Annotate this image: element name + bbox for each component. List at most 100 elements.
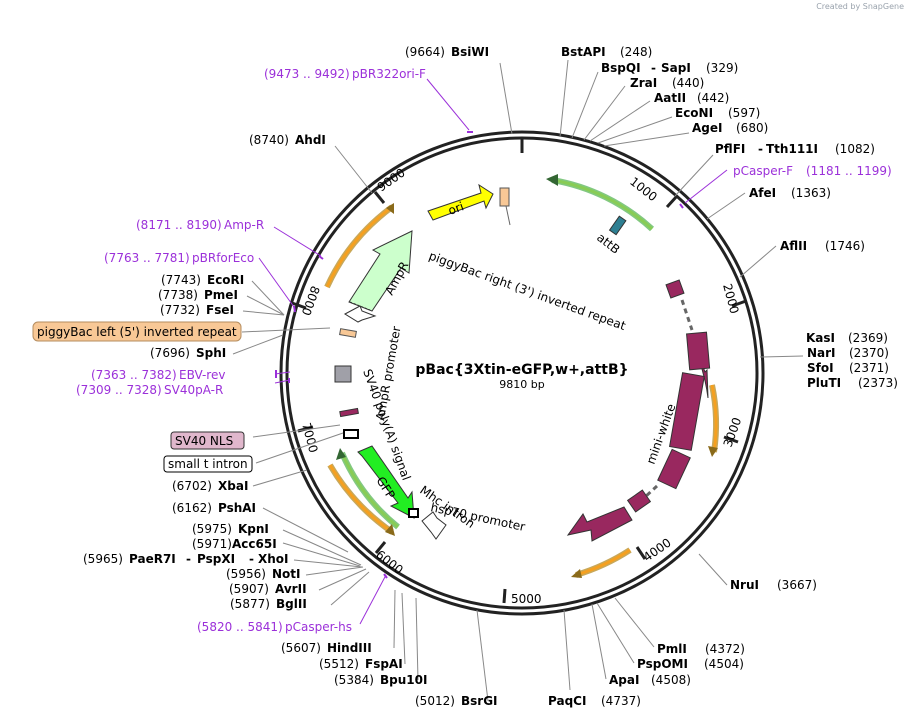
site-pmei[interactable]: (7738) PmeI [158,288,238,302]
site-apai-name: ApaI [609,673,639,687]
site-pmli[interactable]: PmlI (4372) [657,642,745,656]
site-acc65i[interactable]: (5971) Acc65I [192,537,277,551]
site-ecori[interactable]: (7743) EcoRI [161,273,244,287]
plasmid-name: pBac{3Xtin-eGFP,w+,attB} [415,362,628,378]
primer-pcasper-hs[interactable]: (5820 .. 5841) pCasper-hs [197,620,352,634]
site-agei[interactable]: AgeI (680) [692,121,768,135]
svg-text:-: - [249,552,254,566]
site-kpni[interactable]: (5975) KpnI [192,522,269,536]
primer-amp-r[interactable]: (8171 .. 8190) Amp-R [136,218,264,232]
site-sphi-pos: (7696) [150,346,190,360]
primer-pbr322ori-f[interactable]: (9473 .. 9492) pBR322ori-F [264,67,426,81]
ampr-promoter-arrow [343,305,377,323]
site-paqci-name: PaqCI [548,694,586,708]
attb-block [608,215,627,236]
site-bsiwi-pos: (9664) [405,45,445,59]
hsp70-arrow [421,511,447,540]
site-sfoi[interactable]: SfoI (2371) [807,361,889,375]
site-kasi[interactable]: KasI (2369) [806,331,888,345]
site-paer7i-name: PaeR7I [129,552,176,566]
site-sfoi-pos: (2371) [849,361,889,375]
site-paqci[interactable]: PaqCI (4737) [548,694,641,708]
site-ahdi-name: AhdI [295,133,326,147]
site-bglii[interactable]: (5877) BglII [230,597,307,611]
primer-sv40pa-r-name: SV40pA-R [164,383,223,397]
site-pflfi-name: PflFI [715,142,745,156]
site-apai[interactable]: ApaI (4508) [609,673,691,687]
ampr-feature[interactable]: AmpR [348,230,413,312]
site-fsei-pos: (7732) [160,303,200,317]
site-nrui[interactable]: NruI (3667) [730,578,817,592]
site-nrui-name: NruI [730,578,759,592]
itr-right-block [499,187,510,207]
site-fsei[interactable]: (7732) FseI [160,303,234,317]
site-acc65i-name: Acc65I [232,537,277,551]
site-bsiwi[interactable]: (9664) BsiWI [405,45,489,59]
site-aflii-name: AflII [780,239,807,253]
site-noti[interactable]: (5956) NotI [226,567,301,581]
site-fsei-name: FseI [206,303,234,317]
site-pmli-pos: (4372) [705,642,745,656]
site-aatii-name: AatII [654,91,686,105]
site-pluti[interactable]: PluTI (2373) [807,376,898,390]
site-fspai[interactable]: (5512) FspAI [319,657,403,671]
site-zrai[interactable]: ZraI (440) [630,76,704,90]
site-afei-name: AfeI [749,186,776,200]
site-paer7i-pos: (5965) [83,552,123,566]
site-econi[interactable]: EcoNI (597) [675,106,760,120]
primer-pbrforeco[interactable]: (7763 .. 7781) pBRforEco [104,251,254,265]
site-pflfi-pos: (1082) [835,142,875,156]
site-pspomi[interactable]: PspOMI (4504) [637,657,744,671]
site-paer7i[interactable]: (5965) PaeR7I - PspXI - XhoI [83,552,289,566]
attb-label: attB [594,230,622,256]
site-fspai-pos: (5512) [319,657,359,671]
site-ecori-name: EcoRI [207,273,244,287]
site-avrii-pos: (5907) [229,582,269,596]
site-bspqi[interactable]: BspQI - SapI (329) [601,61,738,75]
svg-text:-: - [758,142,763,156]
site-pluti-pos: (2373) [858,376,898,390]
site-agei-pos: (680) [736,121,768,135]
site-econi-name: EcoNI [675,106,713,120]
site-bpu10i[interactable]: (5384) Bpu10I [334,673,427,687]
site-afei[interactable]: AfeI (1363) [749,186,831,200]
svg-text:-: - [651,61,656,75]
site-sphi[interactable]: (7696) SphI [150,346,226,360]
primer-amp-r-range: (8171 .. 8190) [136,218,222,232]
site-bpu10i-pos: (5384) [334,673,374,687]
primer-ebv-rev[interactable]: (7363 .. 7382) EBV-rev [91,368,225,382]
primer-pbrforeco-range: (7763 .. 7781) [104,251,190,265]
primer-ebv-rev-range: (7363 .. 7382) [91,368,177,382]
site-pflfi[interactable]: PflFI - Tth111I (1082) [715,142,875,156]
primer-pcasper-f[interactable]: pCasper-F (1181 .. 1199) [733,164,892,178]
itr-left-box[interactable]: piggyBac left (5') inverted repeat [32,321,242,342]
site-aatii[interactable]: AatII (442) [654,91,729,105]
site-pmli-name: PmlI [657,642,687,656]
site-bsrgi[interactable]: (5012) BsrGI [415,694,498,708]
primer-pbr322ori-f-range: (9473 .. 9492) [264,67,350,81]
site-ahdi[interactable]: (8740) AhdI [249,133,326,147]
site-hindiii[interactable]: (5607) HindIII [281,641,372,655]
tick-2000: 2000 [720,282,741,315]
ori-feature[interactable]: ori [427,183,494,221]
site-nari-pos: (2370) [849,346,889,360]
site-bstapi[interactable]: BstAPI (248) [561,45,652,59]
site-pshai[interactable]: (6162) PshAI [172,501,256,515]
tick-4000: 4000 [641,535,674,564]
site-nrui-pos: (3667) [777,578,817,592]
site-aflii[interactable]: AflII (1746) [780,239,865,253]
sv40-nls-box[interactable]: SV40 NLS [170,431,245,450]
itr-left-label: piggyBac left (5') inverted repeat [37,325,237,339]
site-xbai[interactable]: (6702) XbaI [172,479,248,493]
site-afei-pos: (1363) [791,186,831,200]
site-avrii[interactable]: (5907) AvrII [229,582,307,596]
primer-sv40pa-r[interactable]: (7309 .. 7328) SV40pA-R [76,383,223,397]
primer-pcasper-f-name: pCasper-F [733,164,793,178]
site-tth111i-name: Tth111I [766,142,818,156]
small-t-intron-box[interactable]: small t intron [163,455,253,473]
site-aflii-pos: (1746) [825,239,865,253]
primer-sv40pa-r-range: (7309 .. 7328) [76,383,162,397]
ori-label: ori [446,199,465,217]
site-nari[interactable]: NarI (2370) [807,346,889,360]
